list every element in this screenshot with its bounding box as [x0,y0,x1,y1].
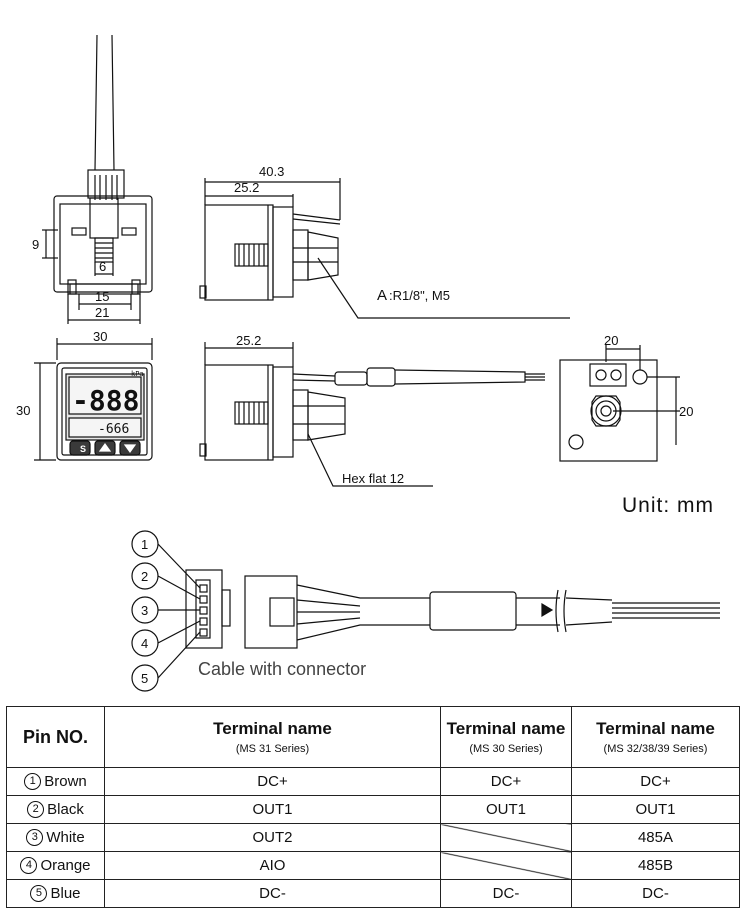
pin-4-number: 4 [141,636,148,651]
pin-1-number: 1 [141,537,148,552]
side-view-mid [199,364,545,461]
dim-back-20-w: 20 [604,333,618,348]
ms32-cell: 485A [571,823,740,852]
ms30-cell-na [440,823,572,852]
set-button-label: S [80,444,86,454]
pin-table-header: Pin NO. Terminal name(MS 31 Series) Term… [6,706,740,768]
connector-caption: Cable with connector [198,659,366,679]
pin-number-circles [131,530,159,692]
ms32-cell: 485B [571,851,740,880]
dim-side-25-2-top: 25.2 [234,180,259,195]
rear-view [53,34,153,295]
ms31-cell: DC- [104,879,441,908]
dim-front-30-w: 30 [93,329,107,344]
pin-callout-lines [157,543,201,679]
display-unit-label: kPa [131,370,144,378]
header-pin-no: Pin NO. [6,706,105,768]
ms30-cell: DC+ [440,767,572,796]
port-callout: :R1/8", M5 [389,288,450,303]
ms31-cell: OUT1 [104,795,441,824]
dim-side-40-3: 40.3 [259,164,284,179]
dim-rear-15: 15 [95,289,109,304]
header-ms30: Terminal name(MS 30 Series) [440,706,572,768]
header-ms32: Terminal name(MS 32/38/39 Series) [571,706,740,768]
dim-rear-9: 9 [32,237,39,252]
ms32-cell: DC+ [571,767,740,796]
ms31-cell: OUT2 [104,823,441,852]
ms31-cell: DC+ [104,767,441,796]
dim-back-20-h: 20 [679,404,693,419]
dim-rear-21: 21 [95,305,109,320]
side-view-top [199,204,341,301]
ms30-cell: OUT1 [440,795,572,824]
port-callout-prefix: A [377,287,387,304]
dim-side-25-2-mid: 25.2 [236,333,261,348]
pin-2-number: 2 [141,569,148,584]
ms30-cell: DC- [440,879,572,908]
unit-note: Unit: mm [622,494,714,517]
display-main-reading: -888 [72,384,139,417]
pin-3-number: 3 [141,603,148,618]
ms32-cell: DC- [571,879,740,908]
pin-table: Pin NO. Terminal name(MS 31 Series) Term… [6,706,740,908]
dim-rear-6: 6 [99,259,106,274]
display-sub-reading: -666 [98,422,129,437]
header-ms31: Terminal name(MS 31 Series) [104,706,441,768]
connector-drawing [185,569,720,649]
pin-5-number: 5 [141,671,148,686]
ms32-cell: OUT1 [571,795,740,824]
dim-front-30-h: 30 [16,403,30,418]
ms31-cell: AIO [104,851,441,880]
ms30-cell-na [440,851,572,880]
front-view [56,362,153,461]
hex-flat-callout: Hex flat 12 [342,471,404,486]
